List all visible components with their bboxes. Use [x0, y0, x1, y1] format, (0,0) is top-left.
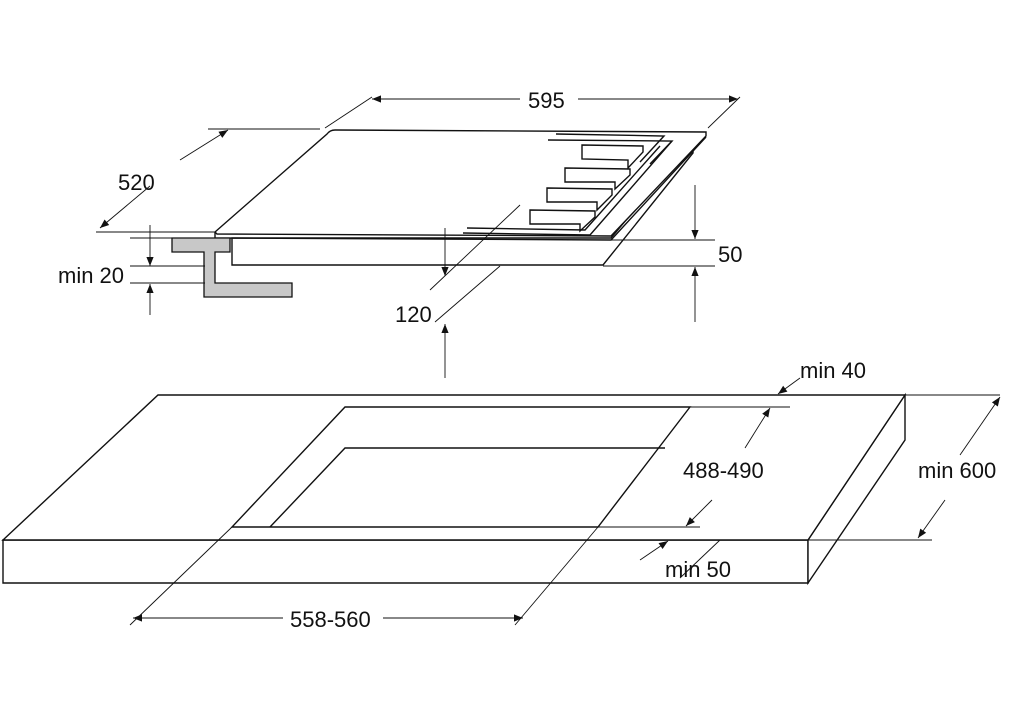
label-595: 595	[528, 88, 565, 113]
mounting-bracket	[171, 237, 293, 298]
control-knobs	[462, 133, 674, 236]
dim-min-50: min 50	[639, 539, 731, 582]
label-min-600: min 600	[918, 458, 996, 483]
label-520: 520	[118, 170, 155, 195]
label-min-40: min 40	[800, 358, 866, 383]
hob-top-edge	[214, 136, 707, 241]
dim-cutout-width: 558-560	[129, 526, 599, 632]
worktop-top	[1, 394, 907, 541]
dim-cutout-depth: 488-490	[598, 407, 771, 528]
dim-min-40: min 40	[690, 358, 1000, 408]
worktop	[1, 392, 907, 586]
label-488-490: 488-490	[683, 458, 764, 483]
label-min-20: min 20	[58, 263, 124, 288]
dim-hob-height: 50	[603, 185, 742, 322]
hob-body	[231, 138, 694, 266]
cutout-inner	[269, 447, 665, 528]
dim-hob-depth: 520	[96, 128, 320, 233]
dim-worktop-depth: min 600	[808, 396, 1001, 541]
label-120: 120	[395, 302, 432, 327]
label-558-560: 558-560	[290, 607, 371, 632]
hob-top	[213, 129, 707, 237]
label-min-50: min 50	[665, 557, 731, 582]
hob	[213, 129, 707, 266]
dim-hob-width: 595	[324, 88, 741, 129]
dim-min-20: min 20	[58, 225, 205, 315]
label-50: 50	[718, 242, 742, 267]
dim-min-120: 120	[395, 204, 521, 378]
